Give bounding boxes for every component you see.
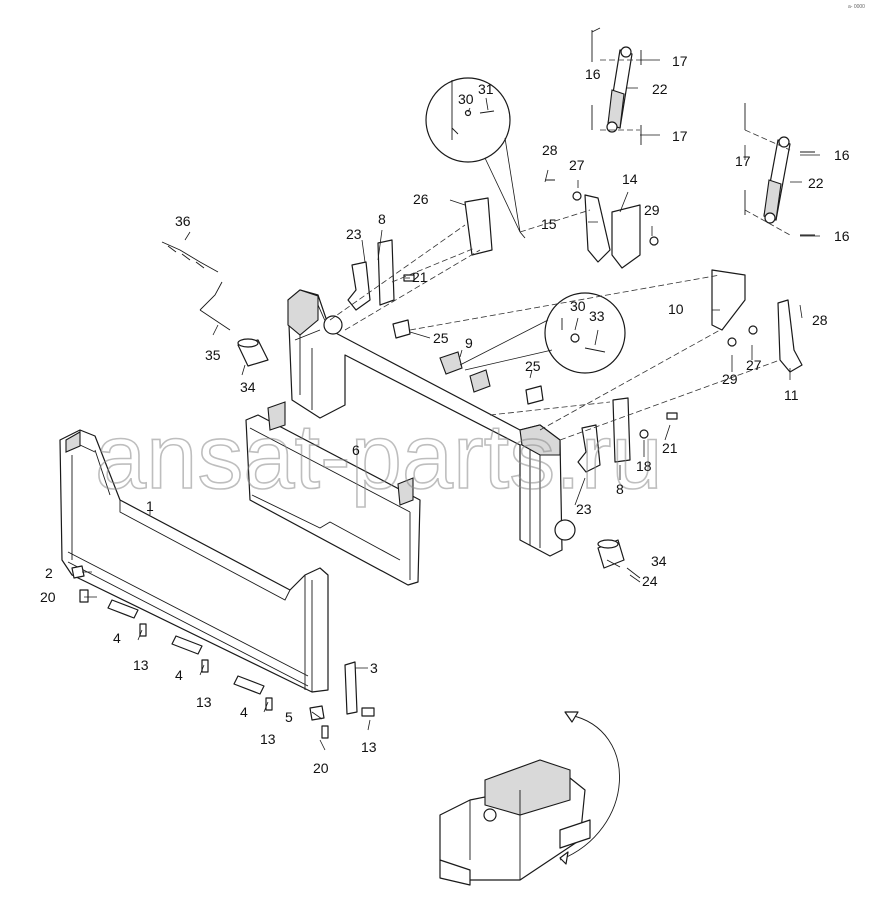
callout-28b: 28 [812, 312, 828, 328]
detail-circle-upper [425, 77, 521, 233]
bracket-11 [777, 299, 803, 373]
hydraulic-cylinder-upper [591, 30, 642, 145]
callout-labels: 1 2 3 4 4 4 5 6 8 8 9 10 11 13 13 13 13 … [40, 53, 850, 776]
bracket-15 [584, 194, 611, 263]
plate-26 [464, 197, 493, 256]
callout-10: 10 [668, 301, 684, 317]
callout-22a: 22 [652, 81, 668, 97]
callout-8a: 8 [378, 211, 386, 227]
callout-13c: 13 [260, 731, 276, 747]
callout-6: 6 [352, 442, 360, 458]
callout-16c: 16 [834, 228, 850, 244]
callout-33: 33 [589, 308, 605, 324]
crank-handle-35 [199, 281, 231, 331]
plate-8-upper [377, 239, 395, 306]
hook-23-upper [347, 261, 371, 311]
callout-22b: 22 [808, 175, 824, 191]
plate-3 [344, 661, 358, 715]
callout-30b: 30 [570, 298, 586, 314]
callout-21a: 21 [412, 269, 428, 285]
callout-13b: 13 [196, 694, 212, 710]
leader-lines [82, 27, 820, 751]
plate-8-lower [612, 397, 631, 463]
callout-21b: 21 [662, 440, 678, 456]
callout-14: 14 [622, 171, 638, 187]
bracket-14 [611, 204, 641, 269]
callout-31: 31 [478, 81, 494, 97]
callout-9: 9 [465, 335, 473, 351]
callout-3: 3 [370, 660, 378, 676]
callout-2: 2 [45, 565, 53, 581]
callout-27b: 27 [746, 357, 762, 373]
callout-20a: 20 [40, 589, 56, 605]
callout-4c: 4 [240, 704, 248, 720]
detail-circle-lower [459, 292, 626, 374]
callout-17b: 17 [672, 128, 688, 144]
callout-5: 5 [285, 709, 293, 725]
callout-30a: 30 [458, 91, 474, 107]
clips-25 [392, 319, 544, 405]
callout-13a: 13 [133, 657, 149, 673]
callout-36: 36 [175, 213, 191, 229]
callout-4a: 4 [113, 630, 121, 646]
callout-29b: 29 [722, 371, 738, 387]
callout-34a: 34 [240, 379, 256, 395]
callout-34b: 34 [651, 553, 667, 569]
rollers-34 [237, 338, 625, 569]
rotation-arrow-icon [559, 711, 620, 865]
callout-23b: 23 [576, 501, 592, 517]
callout-15: 15 [541, 216, 557, 232]
callout-28a: 28 [542, 142, 558, 158]
callout-17a: 17 [672, 53, 688, 69]
callout-13d: 13 [361, 739, 377, 755]
blocks-9 [439, 351, 491, 393]
pads-4 [107, 599, 265, 695]
hydraulic-cylinder-right [744, 103, 815, 236]
callout-4b: 4 [175, 667, 183, 683]
bracket-10 [711, 269, 746, 331]
chain-36 [161, 241, 219, 273]
corner-mark: a- 0000 [848, 4, 865, 10]
callout-35: 35 [205, 347, 221, 363]
middle-plate [245, 401, 421, 586]
callout-16b: 16 [834, 147, 850, 163]
main-frame [287, 289, 576, 557]
callout-24: 24 [642, 573, 658, 589]
front-cover-plate [59, 429, 329, 693]
callout-27a: 27 [569, 157, 585, 173]
callout-23a: 23 [346, 226, 362, 242]
small-fasteners [71, 179, 758, 739]
assembly-lines [329, 59, 791, 441]
callout-26: 26 [413, 191, 429, 207]
callout-25a: 25 [433, 330, 449, 346]
callout-11: 11 [784, 387, 799, 403]
callout-20b: 20 [313, 760, 329, 776]
callout-1: 1 [146, 498, 154, 514]
machine-thumbnail-icon [439, 759, 591, 886]
watermark: ansat-parts.ru [95, 406, 663, 508]
hook-23-lower [577, 424, 601, 473]
callout-29a: 29 [644, 202, 660, 218]
callout-25b: 25 [525, 358, 541, 374]
callout-16a: 16 [585, 66, 601, 82]
callout-17c: 17 [735, 153, 751, 169]
callout-8b: 8 [616, 481, 624, 497]
callout-18: 18 [636, 458, 652, 474]
